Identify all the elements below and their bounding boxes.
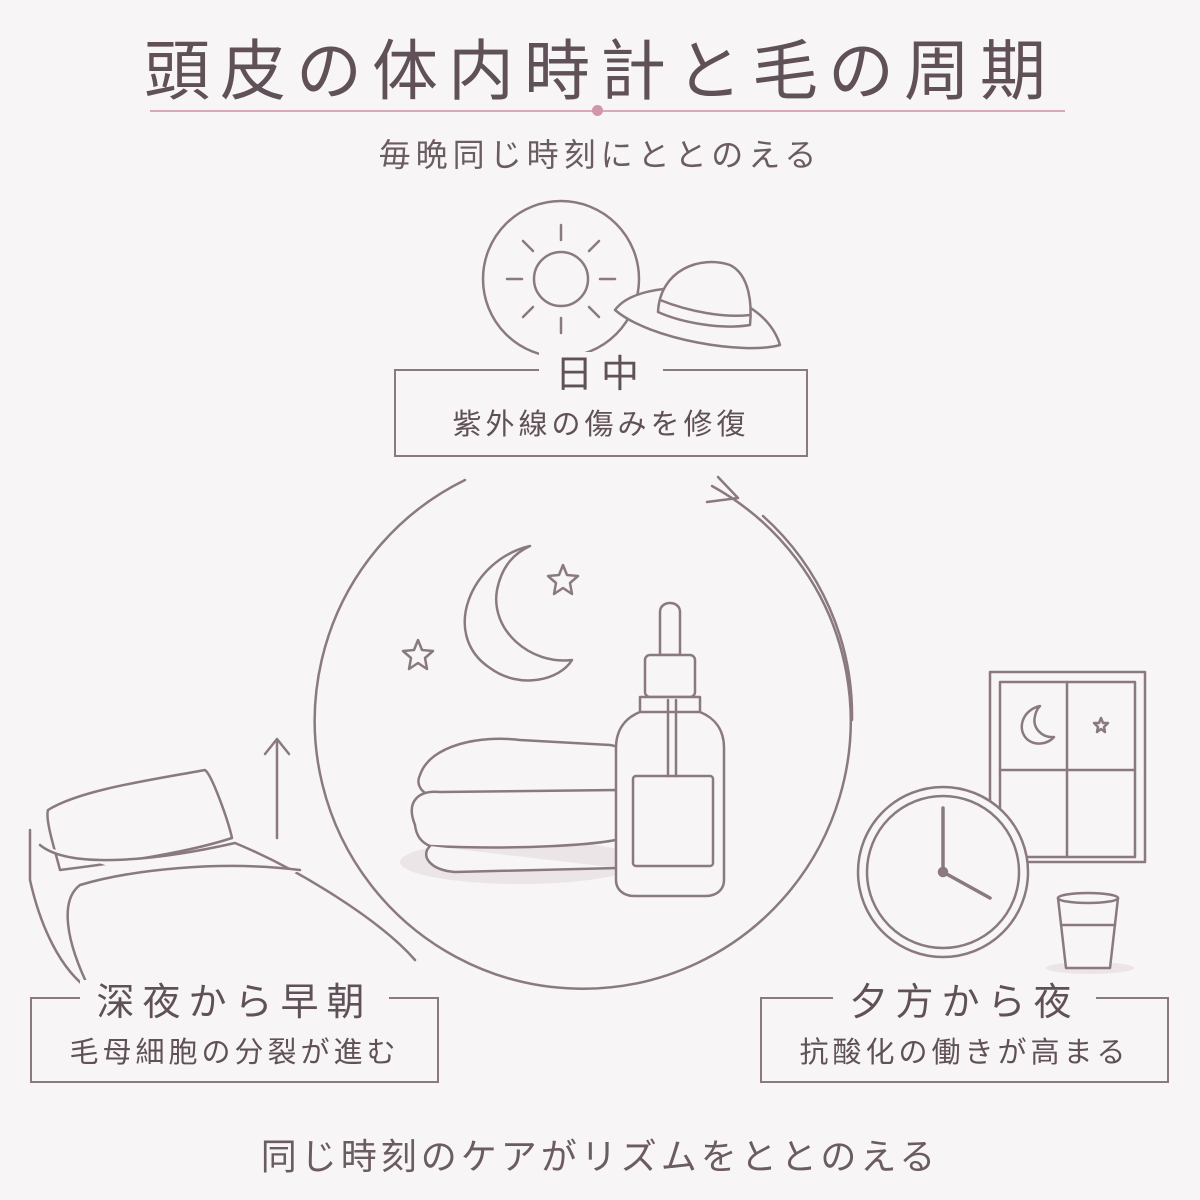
cycle-arc-right [761,514,854,722]
arrow-up-icon [263,737,291,840]
title-divider [150,110,1065,112]
serum-bottle-icon [614,601,726,898]
evening-heading: 夕方から夜 [833,980,1096,1024]
star-icon [546,563,580,596]
daytime-heading: 日中 [538,352,663,396]
page-title: 頭皮の体内時計と毛の周期 [144,33,1056,110]
arrow-right-icon [705,475,740,504]
bed-icon [28,768,417,992]
late-night-heading: 深夜から早朝 [80,980,389,1024]
cycle-circle [313,478,852,991]
late-night-label-box: 深夜から早朝 毛母細胞の分裂が進む [30,980,439,1083]
footer-caption: 同じ時刻のケアがリズムをととのえる [260,1137,940,1178]
daytime-label-box: 日中 紫外線の傷みを修復 [394,352,808,457]
late-night-description: 毛母細胞の分裂が進む [69,1035,400,1069]
page-subtitle: 毎晩同じ時刻にととのえる [378,136,822,174]
daytime-description: 紫外線の傷みを修復 [452,407,750,441]
star-icon [401,638,435,671]
towel-icon [400,737,640,884]
clock-icon [856,785,1030,959]
divider-dot [592,105,603,116]
moon-icon [463,544,574,682]
evening-description: 抗酸化の働きが高まる [799,1035,1130,1069]
hat-icon [613,260,782,350]
window-icon [988,670,1147,864]
evening-label-box: 夕方から夜 抗酸化の働きが高まる [760,980,1169,1083]
sun-icon [481,199,641,359]
glass-icon [1046,891,1134,974]
